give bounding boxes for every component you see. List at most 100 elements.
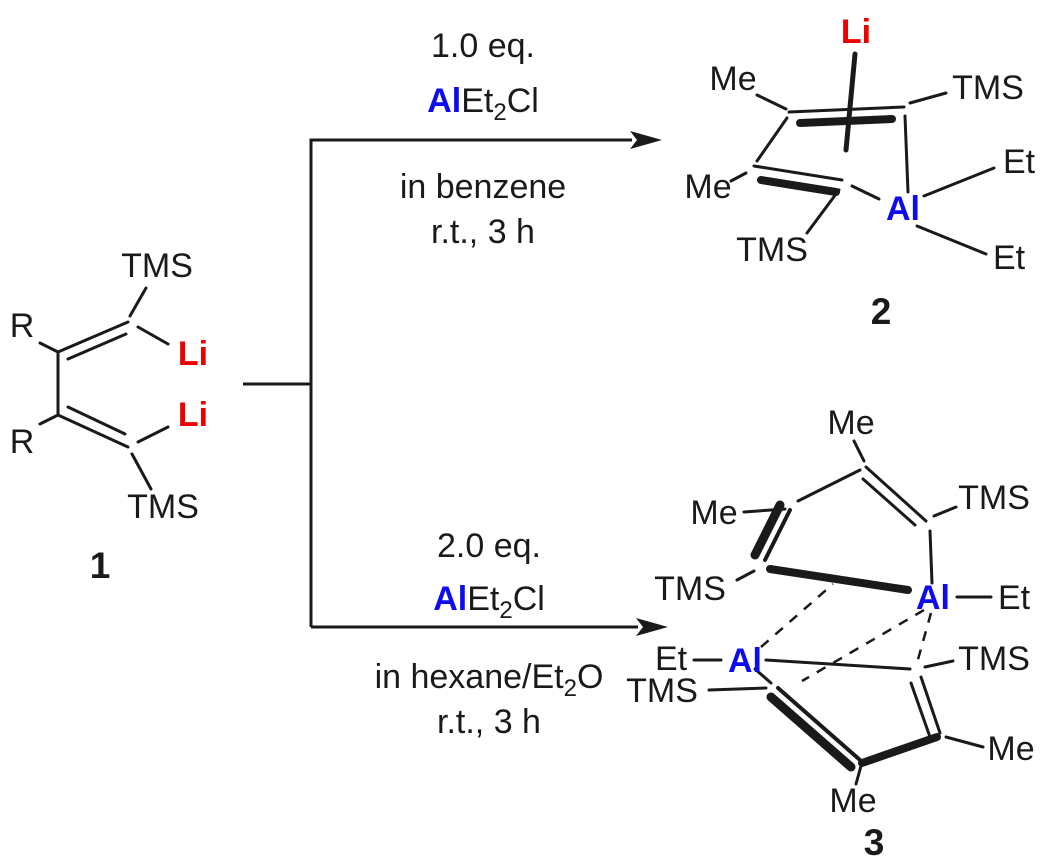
al-label: Al [886,190,920,228]
bond-c1-tms [908,91,948,105]
bond-c1u-c2u-double-a [864,465,928,523]
bond-c3-me [729,171,748,183]
bond-c2-c3 [755,116,789,163]
bond-c4u-alu [766,565,912,594]
bond-c4l-all [764,658,912,671]
bond-c2l-me [854,764,863,786]
compound-3: Me Me TMS TMS Al Et Et Al TMS TMS Me Me … [626,404,1035,863]
tms-bottom-label: TMS [127,488,199,526]
li-top-label: Li [178,335,208,373]
r-top-label: R [10,307,35,345]
lower-me-bottom-label: Me [829,782,876,820]
bottom-solvent-part2: O [577,658,603,696]
bottom-reagent-part1: Et [467,580,500,618]
upper-me-top-label: Me [827,404,874,442]
top-reagent-formula: AlEt2Cl [427,82,539,126]
bond-c1-al [903,114,910,194]
bond-c2u-alu [928,529,934,585]
bond-c3-c4-double-b [66,405,127,436]
bond-c1-c2-double-bold [796,115,896,127]
bond-c1l-tms [707,686,768,692]
bond-c3u-c4u-double-a [763,508,792,562]
top-conditions: r.t., 3 h [431,213,535,251]
li-label: Li [841,13,871,51]
tms-bottom-label: TMS [736,231,808,269]
li-bottom-label: Li [178,396,208,434]
upper-tms-right-label: TMS [958,479,1030,517]
compound-3-number: 3 [864,822,885,863]
compound-2-number: 2 [871,291,892,332]
bond-all-c1l [753,667,773,685]
bond-c2-r [38,341,60,354]
compound-2: Li Me TMS Me Et Al TMS Et 2 [684,13,1035,332]
bottom-equivalents: 2.0 eq. [437,527,541,565]
bond-al-et-top [922,166,996,198]
bond-c4-li [136,425,170,444]
arrowhead-top [630,131,662,149]
me-left-label: Me [684,168,731,206]
bond-c2u-tms [932,505,958,518]
dashed-all-upper-ring [760,583,834,648]
lower-et-label: Et [655,640,688,678]
bond-c1u-c2u-double-b [861,477,917,527]
bottom-reagent-subscript: 2 [499,597,512,624]
et-top-label: Et [1003,143,1036,181]
bond-me-top-c1u [852,439,866,463]
tms-top-label: TMS [121,247,193,285]
bottom-reagent-metal: Al [433,580,467,618]
top-reaction-conditions: 1.0 eq. AlEt2Cl in benzene r.t., 3 h [400,27,566,251]
arrow-branch-top [309,138,632,627]
bond-al-et-bottom [915,224,988,256]
top-reagent-part1: Et [461,82,494,120]
bond-c4l-tms [923,659,955,669]
bond-c3l-me [944,735,985,749]
bond-c4-tms [805,188,841,235]
bond-c4-al [850,184,881,201]
dashed-alu-c4lower [915,612,933,664]
bond-c1l-c2l-double-a [776,686,862,762]
me-top-label: Me [709,60,756,98]
tms-top-label: TMS [952,69,1024,107]
upper-al-label: Al [916,579,950,617]
bond-c3-c4-double-bold [757,176,840,196]
bond-c1-li [136,325,170,346]
upper-et-label: Et [998,579,1031,617]
bond-c3-c4-double-a [56,413,130,449]
top-solvent: in benzene [400,168,566,206]
bottom-solvent-subscript: 2 [564,675,577,702]
lower-tms-left-label: TMS [626,672,698,710]
bond-c1-c2-double-b [66,332,128,361]
lower-al-label: Al [728,642,762,680]
bottom-solvent: in hexane/Et2O [375,658,604,702]
top-reagent-part2: Cl [507,82,539,120]
bond-me-c2 [755,93,788,111]
bond-c3u-c4u-double-bold [750,500,785,560]
lower-tms-right-label: TMS [958,640,1030,678]
compound-1-number: 1 [90,545,111,586]
r-bottom-label: R [10,423,35,461]
bond-tms-c1 [128,286,148,318]
bond-c3-r [38,413,60,426]
lower-me-right-label: Me [987,730,1034,768]
upper-me-left-label: Me [690,494,737,532]
bond-li-ring [843,51,858,153]
bond-c4u-tms [735,569,756,582]
bottom-reagent-part2: Cl [513,580,545,618]
et-bottom-label: Et [993,239,1026,277]
bond-c3l-c4l-double-a [919,675,942,735]
bond-c1-c2-double-a [787,105,906,114]
upper-tms-left-label: TMS [654,570,726,608]
bond-c2l-c3l [858,733,941,767]
branching-arrows [243,131,668,636]
dashed-alu-c1lower [801,608,925,683]
bond-c3l-c4l-double-b [909,681,932,739]
bottom-reagent-formula: AlEt2Cl [433,580,545,624]
bond-c1-c2-double-a [56,320,130,354]
top-reagent-subscript: 2 [493,99,506,126]
bond-c4-tms [130,452,153,491]
top-reagent-metal: Al [427,82,461,120]
bottom-solvent-part1: in hexane/Et [375,658,565,696]
bottom-reaction-conditions: 2.0 eq. AlEt2Cl in hexane/Et2O r.t., 3 h [375,527,604,741]
